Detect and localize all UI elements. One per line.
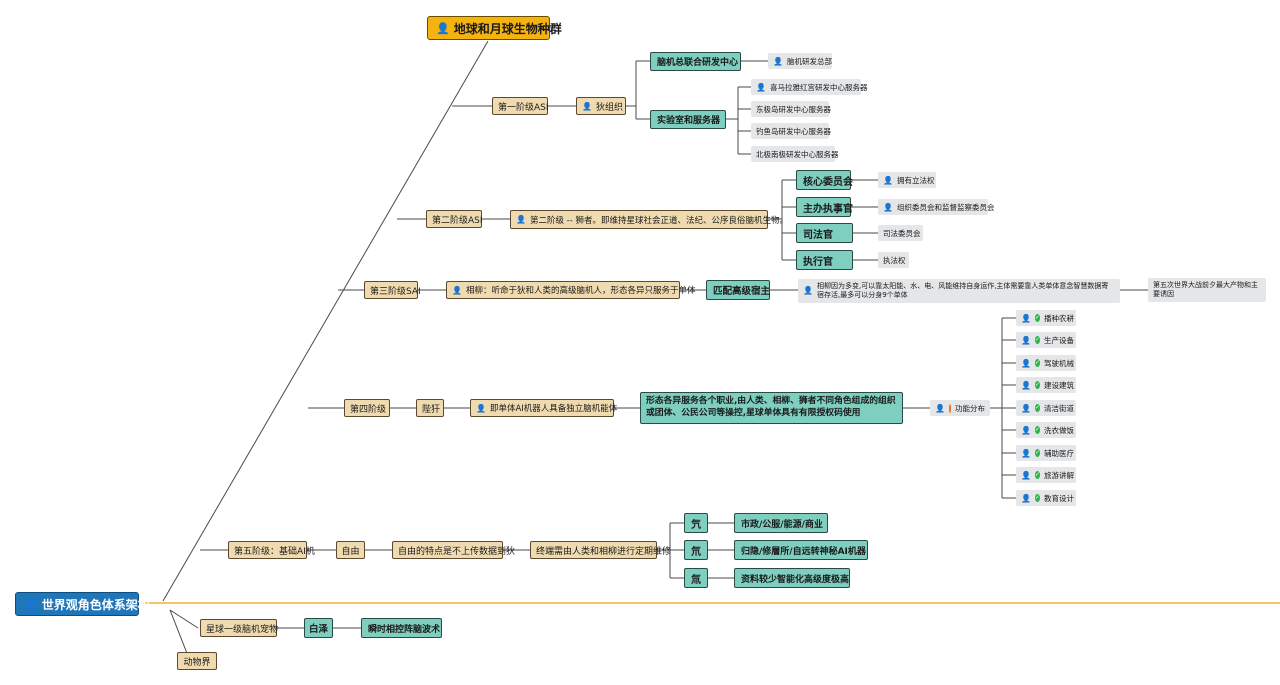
person-icon: 👤 bbox=[803, 285, 813, 295]
function-item[interactable]: 👤✓ 旅游讲解 bbox=[1016, 467, 1076, 483]
check-icon: ✓ bbox=[1034, 314, 1040, 322]
person-icon: 👤 bbox=[1021, 380, 1031, 390]
stage2-node[interactable]: 第二阶级ASI bbox=[426, 210, 483, 228]
role-note[interactable]: 执法权 bbox=[878, 252, 909, 268]
person-icon: 👤 bbox=[1021, 403, 1031, 413]
kind-note[interactable]: 市政/公服/能源/商业 bbox=[734, 513, 828, 533]
person-icon: 👤 bbox=[516, 215, 526, 224]
kind-note[interactable]: 归隐/修層所/自远转神秘AI机器 bbox=[734, 540, 868, 560]
stage3-desc[interactable]: 👤 相柳：听命于狄和人类的高级脑机人，形态各异只服务于单体 bbox=[446, 281, 695, 299]
person-icon: 👤 bbox=[1021, 313, 1031, 323]
check-icon: ✓ bbox=[1034, 494, 1040, 502]
stage1-sub-node[interactable]: 👤 狄组织 bbox=[576, 97, 626, 115]
person-icon: 👤 bbox=[1021, 425, 1031, 435]
role-node[interactable]: 主办执事官 bbox=[796, 197, 853, 217]
kind-node[interactable]: 氚 bbox=[684, 568, 708, 588]
stage5-sub-node[interactable]: 自由 bbox=[336, 541, 365, 559]
function-item[interactable]: 👤✓ 驾驶机械 bbox=[1016, 355, 1076, 371]
role-node[interactable]: 执行官 bbox=[796, 250, 853, 270]
warning-icon bbox=[948, 403, 951, 413]
person-icon: 👤 bbox=[1021, 335, 1031, 345]
check-icon: ✓ bbox=[1034, 336, 1040, 344]
stage5-node[interactable]: 第五阶级：基础AI机 bbox=[228, 541, 315, 559]
person-icon: 👤 bbox=[756, 82, 766, 92]
stage2-desc[interactable]: 👤 第二阶级 -- 狮者。即维持星球社会正道、法纪、公序良俗脑机生物。 bbox=[510, 210, 788, 229]
center-child[interactable]: 👤 喜马拉雅红宫研发中心服务器 bbox=[751, 79, 867, 95]
person-icon: 👤 bbox=[436, 21, 450, 35]
person-icon: 👤 bbox=[1021, 358, 1031, 368]
center-child[interactable]: 北极南极研发中心服务器 bbox=[751, 146, 839, 162]
kind-note[interactable]: 资料较少智能化高级度极高 bbox=[734, 568, 850, 588]
stage4-node[interactable]: 第四阶级 bbox=[344, 399, 390, 417]
role-note[interactable]: 👤 组织委员会和监督监察委员会 bbox=[878, 199, 994, 215]
person-icon: 👤 bbox=[582, 101, 592, 111]
function-item[interactable]: 👤✓ 辅助医疗 bbox=[1016, 445, 1076, 461]
role-node[interactable]: 司法官 bbox=[796, 223, 853, 243]
kind-node[interactable]: 氘 bbox=[684, 540, 708, 560]
person-icon: 👤 bbox=[883, 202, 893, 212]
function-item[interactable]: 👤✓ 建设建筑 bbox=[1016, 377, 1076, 393]
root-node[interactable]: 👤 世界观角色体系架构 bbox=[15, 592, 150, 616]
check-icon: ✓ bbox=[1034, 381, 1040, 389]
person-icon: 👤 bbox=[1021, 470, 1031, 480]
role-node[interactable]: 核心委员会 bbox=[796, 170, 853, 190]
stage4-big[interactable]: 形态各异服务各个职业,由人类、相柳、狮者不同角色组成的组织或团体、公民公司等操控… bbox=[640, 392, 903, 424]
stage1-node[interactable]: 第一阶级ASI bbox=[492, 97, 549, 115]
check-icon: ✓ bbox=[1034, 471, 1040, 479]
function-item[interactable]: 👤✓ 清洁街道 bbox=[1016, 400, 1076, 416]
stage4-sub-node[interactable]: 陛犴 bbox=[416, 399, 444, 417]
function-item[interactable]: 👤✓ 洗衣做饭 bbox=[1016, 422, 1076, 438]
stage4-desc[interactable]: 👤 即单体AI机器人具备独立脑机能体 bbox=[470, 399, 617, 417]
kind-node[interactable]: 氕 bbox=[684, 513, 708, 533]
host-note[interactable]: 👤 相柳因为多变,可以靠太阳能、水、电、风能维持自身运作,主体需要靠人类单体意念… bbox=[798, 279, 1120, 303]
person-icon: 👤 bbox=[24, 597, 38, 611]
person-icon: 👤 bbox=[935, 403, 945, 413]
check-icon: ✓ bbox=[1034, 449, 1040, 457]
person-icon: 👤 bbox=[883, 175, 893, 185]
center-node[interactable]: 实验室和服务器 bbox=[650, 110, 726, 129]
function-item[interactable]: 👤✓ 教育设计 bbox=[1016, 490, 1076, 506]
stage5-maint[interactable]: 终端需由人类和相柳进行定期维修 bbox=[530, 541, 671, 559]
function-item[interactable]: 👤✓ 播种农耕 bbox=[1016, 310, 1076, 326]
planet-node[interactable]: 星球一级脑机宠物 bbox=[200, 619, 278, 637]
check-icon: ✓ bbox=[1034, 404, 1040, 412]
stage5-desc[interactable]: 自由的特点是不上传数据到狄 bbox=[392, 541, 515, 559]
check-icon: ✓ bbox=[1034, 426, 1040, 434]
top-node[interactable]: 👤 地球和月球生物种群 bbox=[427, 16, 562, 40]
host-node[interactable]: 匹配高级宿主 bbox=[706, 280, 770, 300]
role-note[interactable]: 👤 拥有立法权 bbox=[878, 172, 936, 188]
top-label: 地球和月球生物种群 bbox=[453, 21, 562, 36]
person-icon: 👤 bbox=[1021, 493, 1031, 503]
role-note[interactable]: 司法委员会 bbox=[878, 225, 923, 241]
stage3-extra[interactable]: 第五次世界大战前夕最大产物和主要诱因 bbox=[1148, 278, 1266, 302]
function-hub[interactable]: 👤 功能分布 bbox=[930, 400, 990, 416]
animal-node[interactable]: 动物界 bbox=[177, 652, 217, 670]
person-icon: 👤 bbox=[476, 403, 486, 413]
person-icon: 👤 bbox=[1021, 448, 1031, 458]
planet-desc[interactable]: 瞬时相控阵脑波术 bbox=[361, 618, 442, 638]
center-child[interactable]: 东极岛研发中心服务器 bbox=[751, 101, 831, 117]
center-child[interactable]: 钓鱼岛研发中心服务器 bbox=[751, 123, 831, 139]
center-child[interactable]: 👤 脑机研发总部 bbox=[768, 53, 832, 69]
stage3-node[interactable]: 第三阶级SAI bbox=[364, 281, 421, 299]
function-item[interactable]: 👤✓ 生产设备 bbox=[1016, 332, 1076, 348]
root-label: 世界观角色体系架构 bbox=[41, 597, 150, 612]
check-icon: ✓ bbox=[1034, 359, 1040, 367]
planet-sub-node[interactable]: 白泽 bbox=[304, 618, 333, 638]
person-icon: 👤 bbox=[773, 56, 783, 66]
person-icon: 👤 bbox=[452, 285, 462, 295]
center-node[interactable]: 脑机总联合研发中心 bbox=[650, 52, 741, 71]
